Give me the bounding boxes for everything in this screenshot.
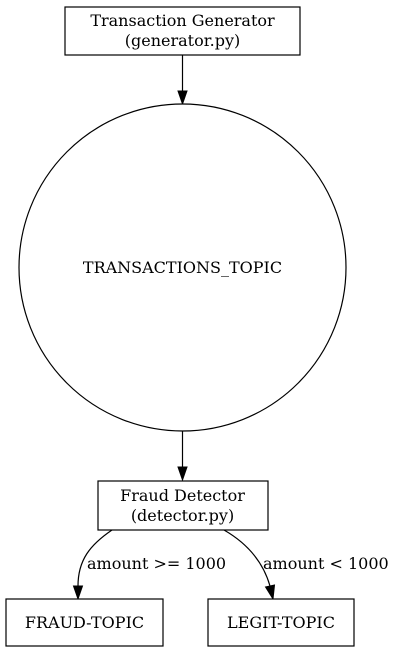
node-fraud-detector-subtitle: (detector.py) <box>131 506 234 525</box>
edge-detector-to-fraud-topic-label: amount >= 1000 <box>87 554 226 573</box>
node-fraud-detector-box <box>97 480 269 531</box>
node-transactions-topic-label: TRANSACTIONS_TOPIC <box>83 258 282 277</box>
node-fraud-topic-box <box>5 598 164 647</box>
edge-generator-to-transactions-topic-arrowhead <box>177 90 188 106</box>
node-fraud-topic-label: FRAUD-TOPIC <box>25 613 144 632</box>
node-legit-topic-box <box>207 598 355 647</box>
node-fraud-detector: Fraud Detector (detector.py) <box>97 480 269 531</box>
node-legit-topic-label: LEGIT-TOPIC <box>227 613 335 632</box>
edge-transactions-topic-to-detector <box>177 431 188 482</box>
edge-transactions-topic-to-detector-arrowhead <box>177 466 188 482</box>
node-legit-topic: LEGIT-TOPIC <box>207 598 355 647</box>
edge-detector-to-legit-topic-line <box>223 529 271 587</box>
edge-detector-to-fraud-topic-arrowhead <box>72 585 84 601</box>
edge-detector-to-legit-topic-arrowhead <box>264 584 276 601</box>
edge-detector-to-fraud-topic-line <box>77 529 113 587</box>
node-fraud-detector-title: Fraud Detector <box>120 486 245 505</box>
node-transaction-generator: Transaction Generator (generator.py) <box>64 6 301 56</box>
node-transaction-generator-subtitle: (generator.py) <box>125 31 240 50</box>
node-fraud-topic: FRAUD-TOPIC <box>5 598 164 647</box>
edge-detector-to-legit-topic-label: amount < 1000 <box>263 554 389 573</box>
node-transaction-generator-title: Transaction Generator <box>90 11 275 30</box>
node-transaction-generator-box <box>64 6 301 56</box>
edge-detector-to-fraud-topic: amount >= 1000 <box>72 529 226 601</box>
edge-generator-to-transactions-topic <box>177 55 188 106</box>
node-transactions-topic: TRANSACTIONS_TOPIC <box>18 103 347 432</box>
edge-detector-to-legit-topic: amount < 1000 <box>223 529 389 601</box>
